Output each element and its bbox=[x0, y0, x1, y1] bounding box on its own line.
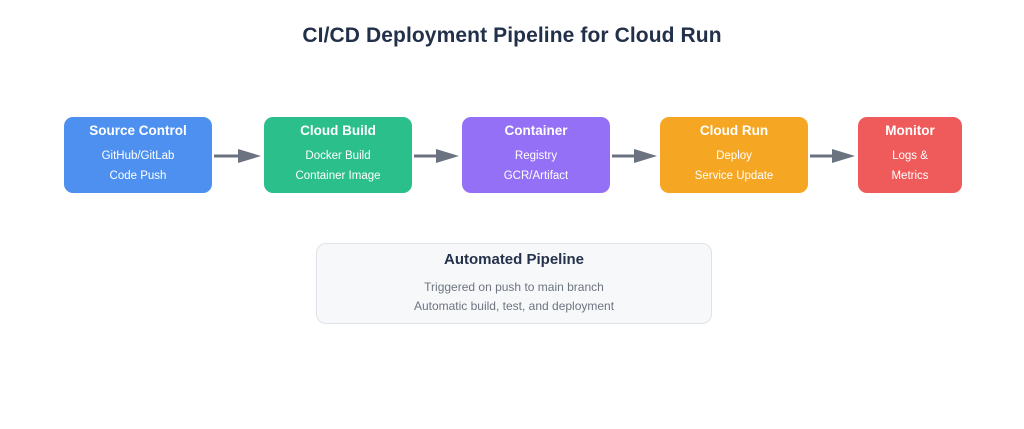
stage-subtitle-line: Registry bbox=[514, 150, 558, 163]
automated-pipeline-info-panel: Automated Pipeline Triggered on push to … bbox=[316, 243, 712, 324]
stage-subtitle-line: GitHub/GitLab bbox=[101, 150, 175, 163]
arrow-icon bbox=[414, 149, 459, 163]
pipeline-stage-monitor[interactable]: Monitor Logs & Metrics bbox=[858, 117, 962, 193]
info-panel-line: Triggered on push to main branch bbox=[424, 279, 604, 294]
pipeline-stage-container[interactable]: Container Registry GCR/Artifact bbox=[462, 117, 610, 193]
connector-arrow-source-to-build bbox=[214, 148, 262, 164]
stage-subtitle-line: Deploy bbox=[716, 150, 752, 163]
arrow-icon bbox=[214, 149, 261, 163]
stage-title: Container bbox=[504, 122, 568, 138]
stage-subtitle-line: Code Push bbox=[109, 170, 167, 183]
pipeline-stage-cloud-run[interactable]: Cloud Run Deploy Service Update bbox=[660, 117, 808, 193]
arrow-icon bbox=[612, 149, 657, 163]
stage-subtitle-line: Container Image bbox=[295, 170, 381, 183]
stage-title: Source Control bbox=[89, 122, 187, 138]
pipeline-stage-source-control[interactable]: Source Control GitHub/GitLab Code Push bbox=[64, 117, 212, 193]
stage-title: Cloud Run bbox=[699, 122, 769, 138]
stage-title: Monitor bbox=[885, 122, 935, 138]
diagram-title: CI/CD Deployment Pipeline for Cloud Run bbox=[302, 24, 722, 47]
stage-title: Cloud Build bbox=[300, 122, 376, 138]
connector-arrow-build-to-container bbox=[414, 148, 460, 164]
stage-subtitle-line: Docker Build bbox=[305, 150, 371, 163]
stage-subtitle-line: Service Update bbox=[694, 170, 774, 183]
info-panel-title: Automated Pipeline bbox=[443, 250, 585, 268]
stage-subtitle-line: Logs & bbox=[892, 150, 928, 163]
pipeline-stage-cloud-build[interactable]: Cloud Build Docker Build Container Image bbox=[264, 117, 412, 193]
arrow-icon bbox=[810, 149, 855, 163]
stage-subtitle-line: Metrics bbox=[891, 170, 929, 183]
info-panel-line: Automatic build, test, and deployment bbox=[413, 299, 615, 313]
connector-arrow-container-to-run bbox=[612, 148, 658, 164]
stage-subtitle-line: GCR/Artifact bbox=[503, 170, 569, 183]
connector-arrow-run-to-monitor bbox=[810, 148, 856, 164]
